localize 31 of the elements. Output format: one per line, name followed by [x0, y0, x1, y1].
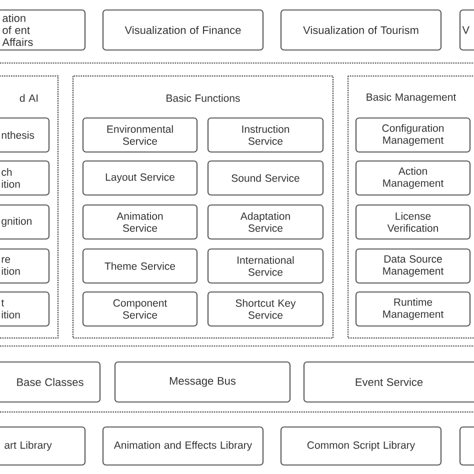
service-box: Shortcut Key Service [207, 291, 324, 327]
service-box: Message Bus [114, 361, 291, 403]
service-box [459, 426, 474, 466]
service-box: Environmental Service [82, 117, 198, 153]
service-box: Action Management [355, 160, 471, 196]
service-box: Runtime Management [355, 291, 471, 327]
service-box: Visualization of Tourism [280, 9, 442, 51]
service-box: Visualization of Finance [102, 9, 264, 51]
service-box: Configuration Management [355, 117, 471, 153]
service-box: re ition [0, 248, 50, 284]
service-box: Adaptation Service [207, 204, 324, 240]
service-box: International Service [207, 248, 324, 284]
service-box: Sound Service [207, 160, 324, 196]
service-box: Animation and Effects Library [102, 426, 264, 466]
service-box: gnition [0, 204, 50, 240]
service-box: Event Service [303, 361, 474, 403]
service-box: Animation Service [82, 204, 198, 240]
service-box: t ition [0, 291, 50, 327]
service-box: Common Script Library [280, 426, 442, 466]
service-box: V [459, 9, 474, 51]
service-box: ation of ent Affairs [0, 9, 86, 51]
service-box: License Verification [355, 204, 471, 240]
service-box: Theme Service [82, 248, 198, 284]
service-box: ch ition [0, 160, 50, 196]
service-box: Base Classes [0, 361, 101, 403]
service-box: Data Source Management [355, 248, 471, 284]
service-box: art Library [0, 426, 86, 466]
service-box: Layout Service [82, 160, 198, 196]
service-box: Instruction Service [207, 117, 324, 153]
service-box: nthesis [0, 117, 50, 153]
service-box: Component Service [82, 291, 198, 327]
